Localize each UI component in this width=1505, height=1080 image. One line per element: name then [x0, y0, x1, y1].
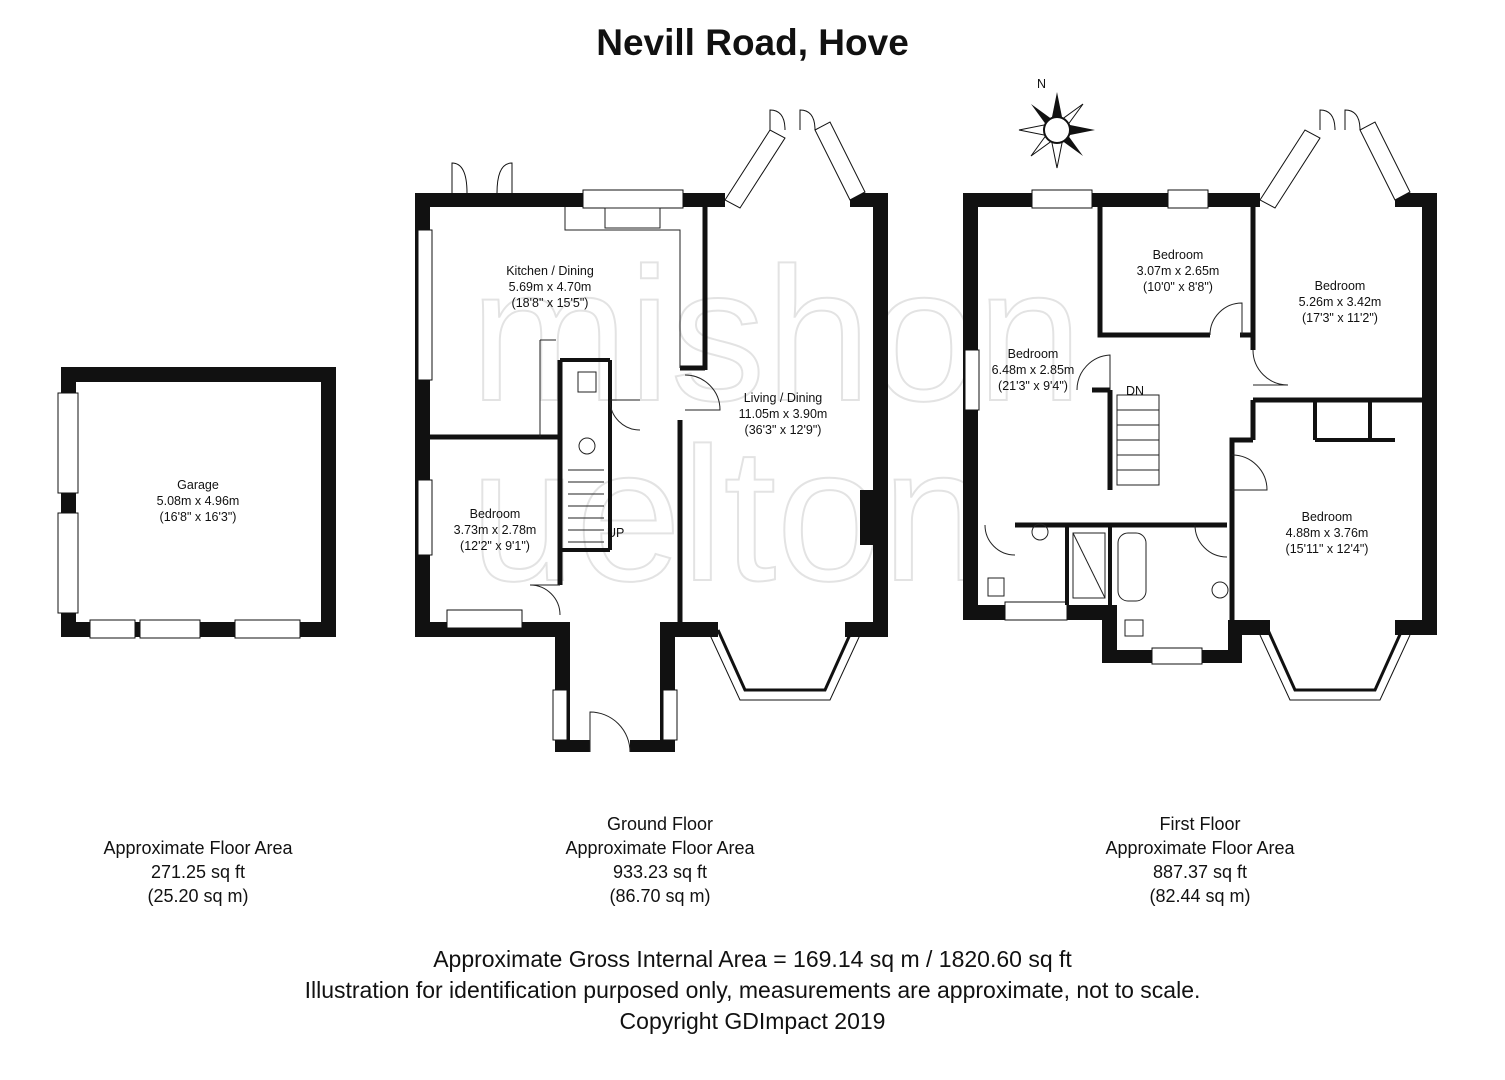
watermark-line-2: uelton: [470, 409, 988, 621]
ground-floor-plan: [415, 109, 888, 753]
garage-area-label: Approximate Floor Area: [103, 838, 293, 858]
ff-bedroom1-name: Bedroom: [1315, 279, 1366, 293]
first-floor-plan: [963, 109, 1437, 701]
garage-label: Garage 5.08m x 4.96m (16'8" x 16'3"): [157, 478, 240, 524]
page-title: Nevill Road, Hove: [596, 22, 909, 63]
ground-floor-area-block: Ground Floor Approximate Floor Area 933.…: [510, 812, 810, 908]
gf-bedroom-name: Bedroom: [470, 507, 521, 521]
watermark: mishon uelton: [469, 228, 1084, 622]
first-floor-area-label: Approximate Floor Area: [1105, 838, 1295, 858]
kitchen-imperial: (18'8" x 15'5"): [512, 296, 589, 310]
first-floor-area-block: First Floor Approximate Floor Area 887.3…: [1050, 812, 1350, 908]
ff-bedroom4-metric: 4.88m x 3.76m: [1286, 526, 1369, 540]
first-floor-room-labels: Bedroom 3.07m x 2.65m (10'0" x 8'8") Bed…: [992, 248, 1382, 556]
gf-bedroom-imperial: (12'2" x 9'1"): [460, 539, 530, 553]
gross-internal-area: Approximate Gross Internal Area = 169.14…: [433, 946, 1072, 972]
footer: Approximate Gross Internal Area = 169.14…: [0, 944, 1505, 1037]
garage-metric: 5.08m x 4.96m: [157, 494, 240, 508]
ff-bedroom3-imperial: (21'3" x 9'4"): [998, 379, 1068, 393]
kitchen-name: Kitchen / Dining: [506, 264, 594, 278]
garage-area-block: Approximate Floor Area 271.25 sq ft (25.…: [58, 836, 338, 908]
garage-area-sqm: (25.20 sq m): [147, 886, 249, 906]
ff-bedroom3-name: Bedroom: [1008, 347, 1059, 361]
ground-floor-room-labels: Kitchen / Dining 5.69m x 4.70m (18'8" x …: [454, 264, 828, 553]
stairs-down-label: DN: [1126, 384, 1144, 398]
ground-floor-area-sqm: (86.70 sq m): [609, 886, 711, 906]
living-name: Living / Dining: [744, 391, 823, 405]
ff-bedroom1-imperial: (17'3" x 11'2"): [1302, 311, 1378, 325]
ff-bedroom4-name: Bedroom: [1302, 510, 1353, 524]
watermark-line-1: mishon: [470, 229, 1083, 441]
garage-name: Garage: [177, 478, 219, 492]
ff-bedroom2-metric: 3.07m x 2.65m: [1137, 264, 1220, 278]
ff-bedroom2-name: Bedroom: [1153, 248, 1204, 262]
living-imperial: (36'3" x 12'9"): [745, 423, 822, 437]
ff-bedroom3-metric: 6.48m x 2.85m: [992, 363, 1075, 377]
living-metric: 11.05m x 3.90m: [739, 407, 828, 421]
ff-bedroom1-metric: 5.26m x 3.42m: [1299, 295, 1382, 309]
first-floor-heading: First Floor: [1159, 814, 1241, 834]
compass-icon: N: [1018, 77, 1095, 169]
gf-bedroom-metric: 3.73m x 2.78m: [454, 523, 537, 537]
ground-floor-area-label: Approximate Floor Area: [565, 838, 755, 858]
garage-area-sqft: 271.25 sq ft: [150, 862, 246, 882]
disclaimer: Illustration for identification purposed…: [304, 977, 1201, 1003]
ff-bedroom2-imperial: (10'0" x 8'8"): [1143, 280, 1213, 294]
garage-imperial: (16'8" x 16'3"): [160, 510, 237, 524]
copyright: Copyright GDImpact 2019: [619, 1008, 886, 1034]
compass-north-label: N: [1037, 77, 1046, 91]
first-floor-area-sqft: 887.37 sq ft: [1152, 862, 1248, 882]
garage-plan: [57, 367, 336, 639]
first-floor-area-sqm: (82.44 sq m): [1149, 886, 1251, 906]
ground-floor-area-sqft: 933.23 sq ft: [612, 862, 708, 882]
stairs-up-label: UP: [607, 526, 624, 540]
kitchen-metric: 5.69m x 4.70m: [509, 280, 592, 294]
ground-floor-heading: Ground Floor: [606, 814, 714, 834]
ff-bedroom4-imperial: (15'11" x 12'4"): [1286, 542, 1369, 556]
